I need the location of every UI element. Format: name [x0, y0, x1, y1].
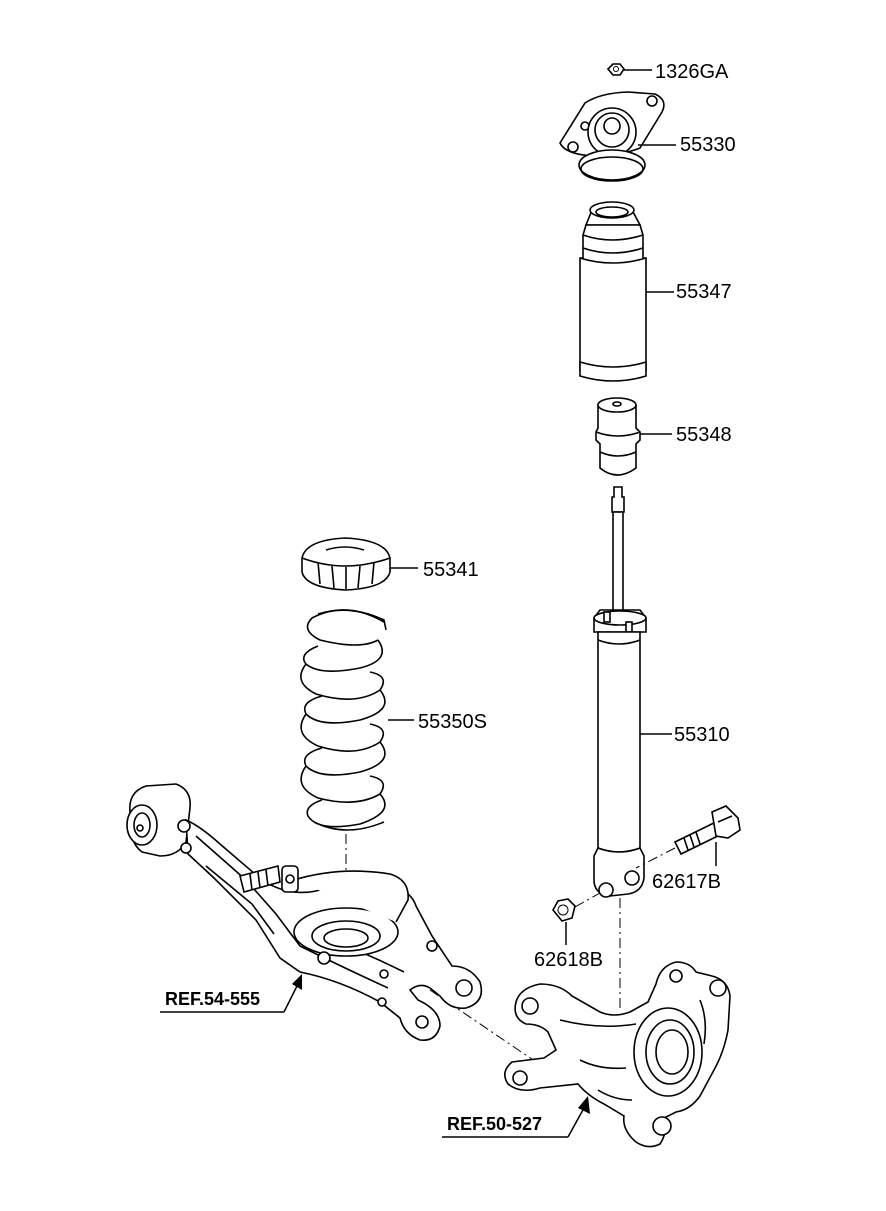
ref-knuckle-label[interactable]: REF.50-527 — [447, 1114, 542, 1134]
dust-cover-part — [579, 201, 647, 382]
ref-knuckle-leader — [567, 1107, 585, 1138]
label-62617B: 62617B — [652, 871, 721, 893]
lower-arm-part — [126, 783, 483, 1042]
ref-lower-arm[interactable]: REF.54-555 — [160, 974, 302, 1013]
label-62618B: 62618B — [534, 949, 603, 971]
bolt-part — [673, 805, 741, 856]
label-55350S: 55350S — [418, 711, 487, 733]
bumper-stopper-part — [595, 397, 641, 476]
spring-pad-part — [301, 537, 391, 591]
knuckle-part — [504, 961, 731, 1148]
ref-knuckle[interactable]: REF.50-527 — [442, 1096, 590, 1138]
insulator-mount-part — [559, 91, 665, 182]
label-1326GA: 1326GA — [655, 61, 729, 83]
lower-nut-part — [552, 898, 576, 922]
label-55348: 55348 — [676, 424, 732, 446]
label-55330: 55330 — [680, 134, 736, 156]
bolt-axis-line — [635, 847, 676, 869]
top-nut-part — [606, 63, 625, 76]
ref-knuckle-arrow-icon — [578, 1096, 590, 1114]
ref-lower-arm-arrow-icon — [292, 974, 302, 990]
ref-lower-arm-leader — [283, 983, 299, 1013]
coil-spring-part — [300, 609, 387, 831]
label-55347: 55347 — [676, 281, 732, 303]
label-55310: 55310 — [674, 724, 730, 746]
ref-lower-arm-label[interactable]: REF.54-555 — [165, 989, 260, 1009]
shock-absorber-part — [593, 486, 647, 898]
label-55341: 55341 — [423, 559, 479, 581]
nut-axis-line — [574, 892, 601, 908]
